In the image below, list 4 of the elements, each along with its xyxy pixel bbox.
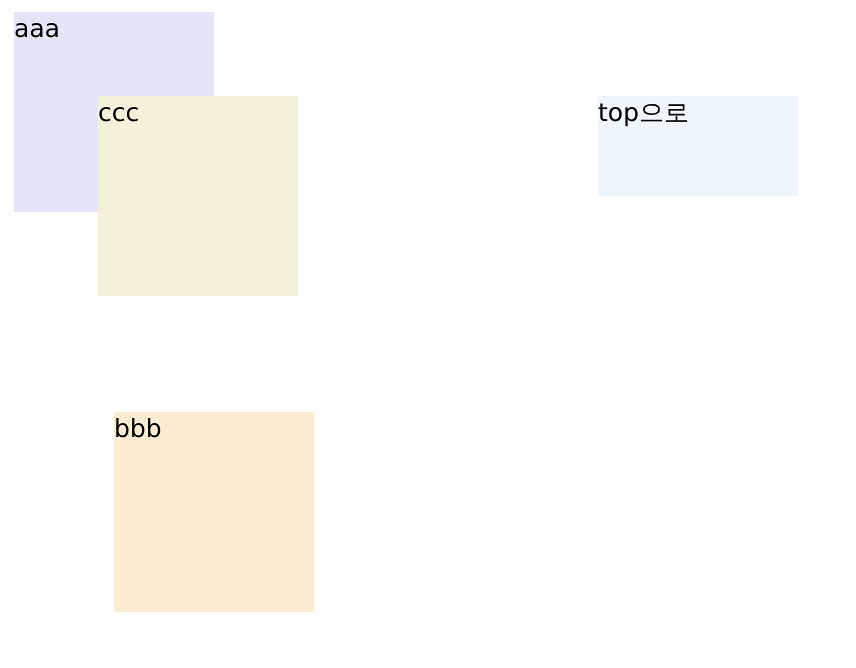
text-box: top으로 [598,96,798,196]
text-box: aaa [14,12,214,96]
text-box: ccc [98,96,298,296]
text-box: bbb [114,412,314,612]
